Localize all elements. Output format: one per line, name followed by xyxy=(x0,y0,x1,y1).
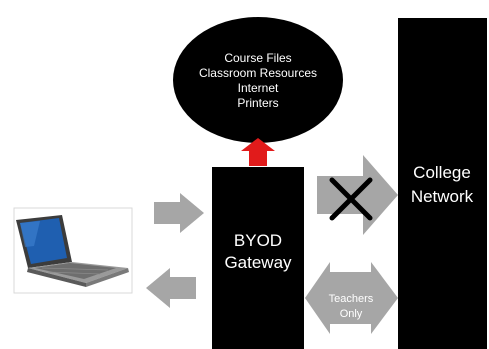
byod-gateway: BYOD Gateway xyxy=(212,167,304,349)
teachers-line-1: Teachers xyxy=(329,293,374,305)
laptop-picture xyxy=(13,207,133,294)
arrow-to-gateway xyxy=(154,193,204,233)
blocked-arrow xyxy=(317,155,398,235)
up-arrow-icon xyxy=(241,138,275,166)
cloud-line-2: Classroom Resources xyxy=(199,66,317,80)
double-arrow-shape xyxy=(305,262,398,334)
college-network: College Network xyxy=(398,18,487,349)
laptop-icon xyxy=(16,215,129,287)
services-ellipse xyxy=(173,17,343,143)
cloud-line-3: Internet xyxy=(238,81,279,95)
cloud-line-1: Course Files xyxy=(224,51,291,65)
college-line-2: Network xyxy=(411,187,474,206)
gateway-line-1: BYOD xyxy=(234,231,282,250)
teachers-only-arrow: Teachers Only xyxy=(305,262,398,334)
gateway-box xyxy=(212,167,304,349)
teachers-line-2: Only xyxy=(340,308,363,320)
services-cloud: Course Files Classroom Resources Interne… xyxy=(173,17,343,143)
arrow-to-laptop xyxy=(146,268,196,308)
x-mark-icon xyxy=(329,177,373,221)
cloud-line-4: Printers xyxy=(237,96,278,110)
gateway-line-2: Gateway xyxy=(224,253,292,272)
college-line-1: College xyxy=(413,163,471,182)
college-network-box xyxy=(398,18,487,349)
